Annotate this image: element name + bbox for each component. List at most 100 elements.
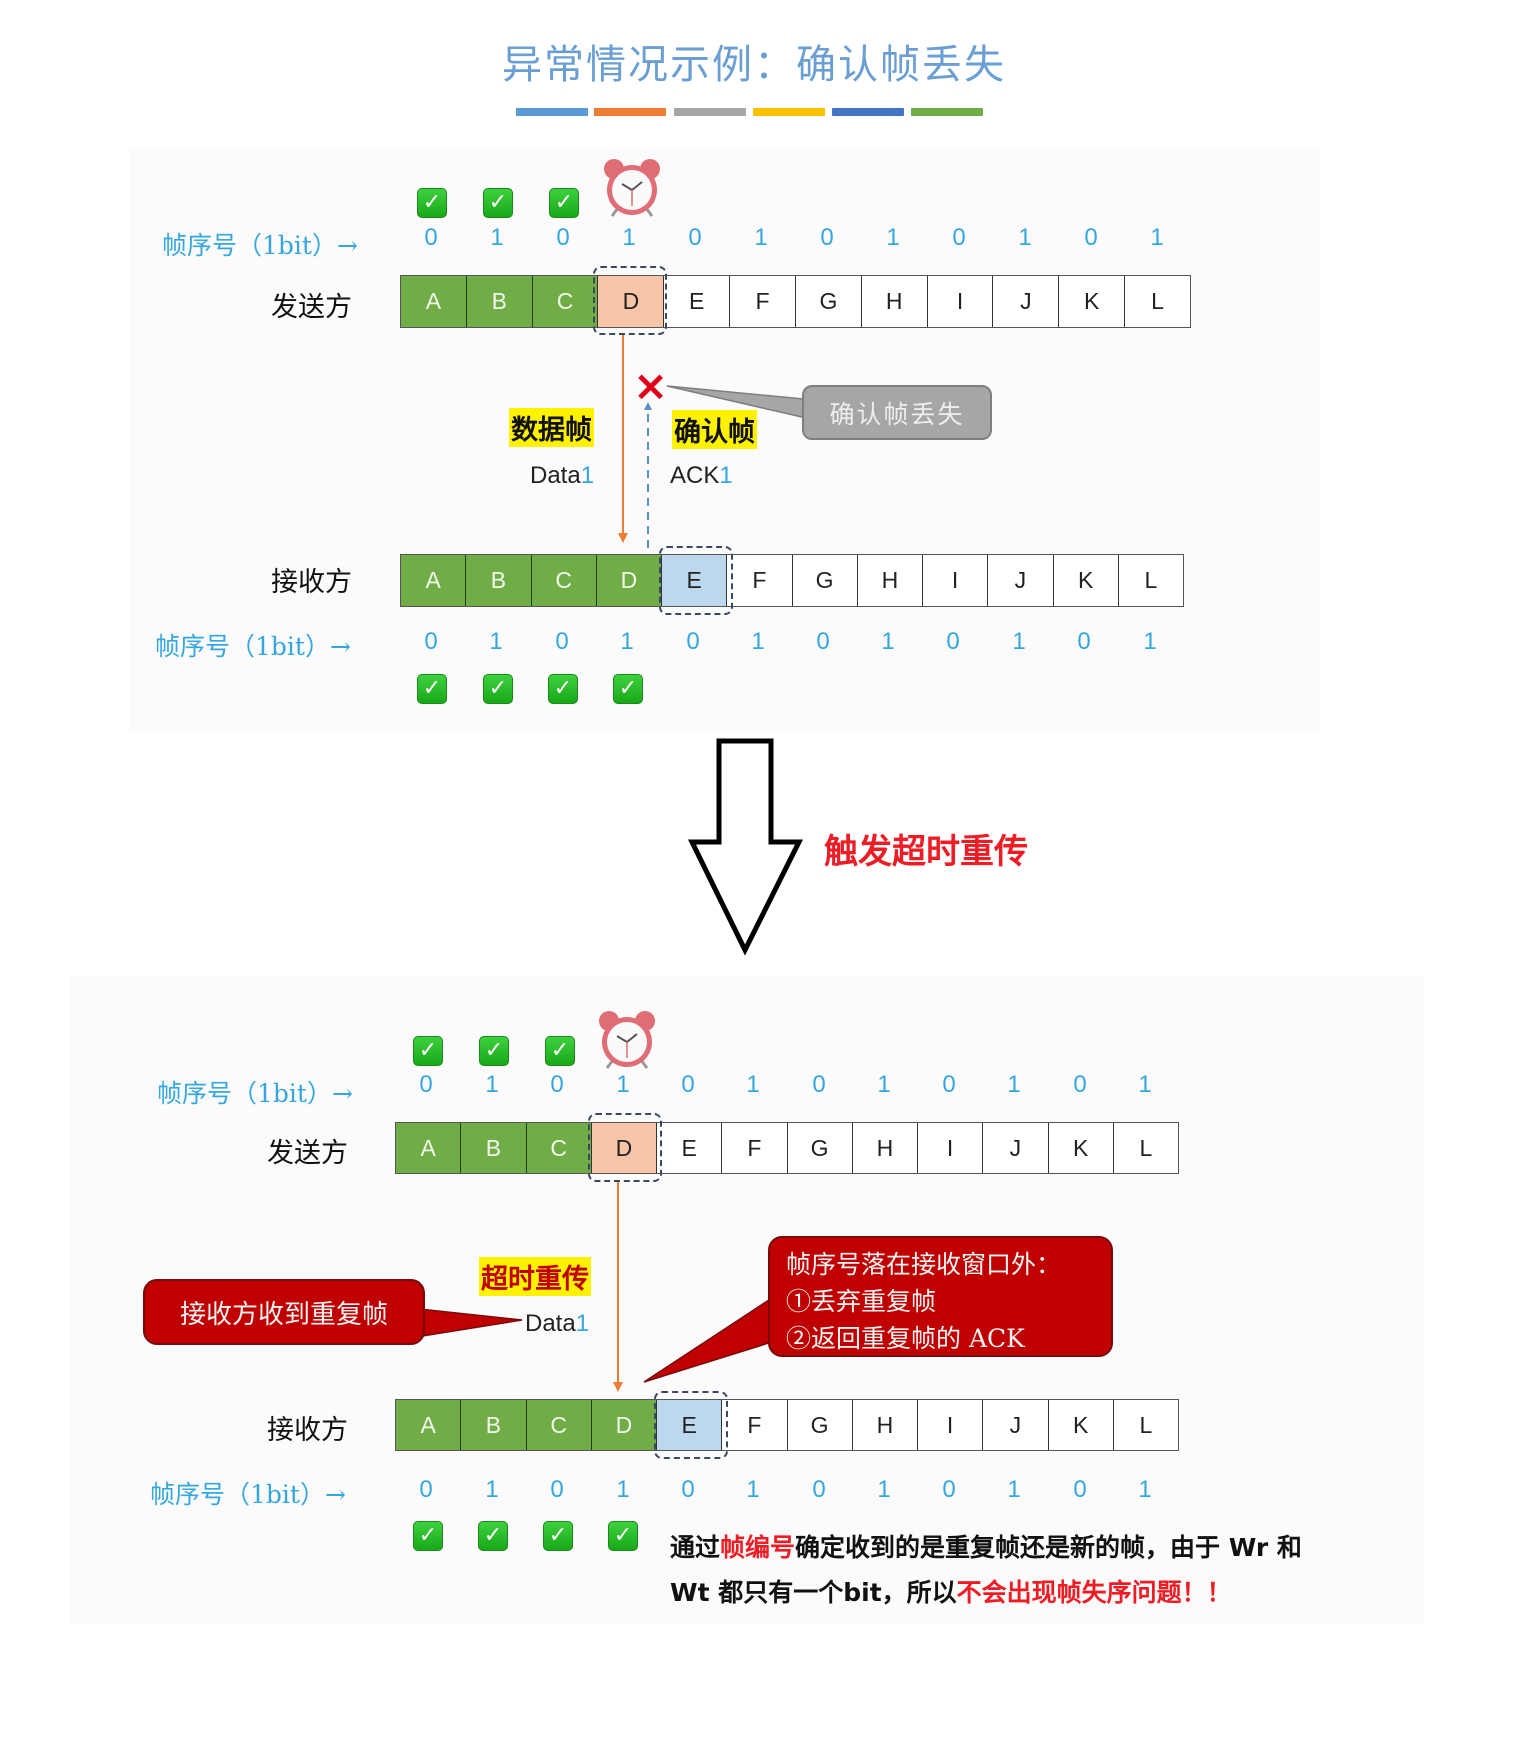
frame-cell: K <box>1052 555 1118 606</box>
receiver-seq-label: 帧序号（1bit）→ <box>150 1480 346 1509</box>
seq-number: 0 <box>1084 224 1098 251</box>
sender-ack-check-icon: ✓ <box>549 188 579 218</box>
receiver-label: 接收方 <box>271 567 352 598</box>
data-frame-name: Data <box>525 1310 576 1337</box>
title-bar-1 <box>516 108 588 116</box>
frame-cell: J <box>987 555 1052 606</box>
duplicate-callout-pointer <box>410 1307 523 1339</box>
frame-cell: C <box>525 1123 591 1173</box>
seq-number: 1 <box>886 224 900 251</box>
seq-number: 1 <box>1150 224 1164 251</box>
receiver-window-box <box>654 1391 728 1459</box>
seq-number: 0 <box>556 224 570 251</box>
seq-number: 0 <box>946 628 960 655</box>
title-bar-3 <box>674 108 746 116</box>
seq-number: 1 <box>616 1476 630 1503</box>
seq-number: 1 <box>622 224 636 251</box>
frame-cell: H <box>851 1123 917 1173</box>
frame-cell: J <box>982 1123 1047 1173</box>
receiver-frame-row: A B C D E F G H I J K L <box>400 554 1184 607</box>
sender-seq-label: 帧序号（1bit）→ <box>157 1079 353 1108</box>
sender-window-box <box>588 1113 662 1182</box>
note-text: 确定收到的是重复帧还是新的帧，由于 Wr 和 <box>795 1533 1302 1562</box>
frame-cell: L <box>1112 1400 1178 1450</box>
frame-cell: E <box>656 1400 722 1450</box>
seq-number: 1 <box>489 628 503 655</box>
seq-number: 1 <box>877 1071 891 1098</box>
frame-cell: F <box>729 276 795 327</box>
seq-number: 0 <box>952 224 966 251</box>
frame-cell: D <box>590 1400 656 1450</box>
frame-cell: D <box>595 555 661 606</box>
note-text: 通过 <box>670 1533 721 1562</box>
seq-number: 1 <box>620 628 634 655</box>
frame-cell: D <box>597 276 664 327</box>
seq-number: 1 <box>1012 628 1026 655</box>
callout-line-2: ①丢弃重复帧 <box>786 1287 937 1316</box>
data-frame-num: 1 <box>575 1310 590 1337</box>
frame-cell: J <box>982 1400 1047 1450</box>
retransmit-data-arrow <box>613 1182 623 1392</box>
seq-number: 0 <box>942 1071 956 1098</box>
frame-cell: I <box>922 555 987 606</box>
frame-cell: G <box>786 1123 852 1173</box>
receiver-ack-check-icon: ✓ <box>478 1521 508 1551</box>
frame-cell: A <box>401 555 466 606</box>
frame-cell: B <box>460 1400 526 1450</box>
frame-cell: B <box>465 555 531 606</box>
seq-number: 0 <box>816 628 830 655</box>
frame-cell: K <box>1058 276 1124 327</box>
seq-number: 1 <box>1138 1476 1152 1503</box>
seq-number: 1 <box>485 1476 499 1503</box>
frame-cell: B <box>465 276 532 327</box>
seq-number: 1 <box>1138 1071 1152 1098</box>
seq-number: 0 <box>424 224 438 251</box>
seq-number: 0 <box>942 1476 956 1503</box>
seq-number: 1 <box>616 1071 630 1098</box>
seq-number: 1 <box>1007 1476 1021 1503</box>
receiver-ack-check-icon: ✓ <box>548 674 578 704</box>
seq-number: 1 <box>485 1071 499 1098</box>
data-frame-arrow <box>618 335 628 543</box>
frame-cell: L <box>1112 1123 1178 1173</box>
seq-number: 1 <box>754 224 768 251</box>
sender-window-box <box>593 266 667 335</box>
frame-cell: G <box>786 1400 852 1450</box>
trigger-timeout-label: 触发超时重传 <box>824 832 1028 872</box>
frame-cell: C <box>531 276 598 327</box>
note-line-2: Wt 都只有一个bit，所以不会出现帧失序问题！！ <box>670 1570 1302 1615</box>
duplicate-callout-text: 接收方收到重复帧 <box>179 1299 388 1330</box>
frame-cell: F <box>726 555 791 606</box>
frame-cell: A <box>396 1123 461 1173</box>
receiver-ack-check-icon: ✓ <box>417 674 447 704</box>
sender-ack-check-icon: ✓ <box>483 188 513 218</box>
receiver-ack-check-icon: ✓ <box>543 1521 573 1551</box>
seq-number: 0 <box>424 628 438 655</box>
seq-number: 1 <box>881 628 895 655</box>
seq-number: 0 <box>550 1071 564 1098</box>
page-title: 异常情况示例：确认帧丢失 <box>502 42 1006 88</box>
ack-frame-arrow <box>644 402 652 548</box>
ack-frame-name: ACK <box>670 462 720 489</box>
sender-ack-check-icon: ✓ <box>417 188 447 218</box>
frame-cell: E <box>656 1123 721 1173</box>
callout-line-1: 帧序号落在接收窗口外： <box>786 1250 1062 1279</box>
seq-number: 1 <box>751 628 765 655</box>
data-frame-name: Data <box>530 462 581 489</box>
frame-cell: J <box>992 276 1058 327</box>
seq-number: 0 <box>419 1476 433 1503</box>
seq-number: 0 <box>820 224 834 251</box>
frame-cell: I <box>917 1123 982 1173</box>
ack-lost-x-icon: × <box>633 361 669 410</box>
alarm-clock-icon <box>599 1011 655 1069</box>
data-frame-num: 1 <box>580 462 595 489</box>
ack-frame-text: ACK1 <box>670 462 733 490</box>
retransmit-label: 超时重传 <box>479 1257 591 1296</box>
seq-number: 1 <box>1007 1071 1021 1098</box>
callout-line-3: ②返回重复帧的 ACK <box>786 1324 1025 1353</box>
note-line-1: 通过帧编号确定收到的是重复帧还是新的帧，由于 Wr 和 <box>670 1525 1302 1570</box>
receiver-ack-check-icon: ✓ <box>413 1521 443 1551</box>
seq-number: 0 <box>1077 628 1091 655</box>
frame-cell: D <box>590 1123 656 1173</box>
receiver-label: 接收方 <box>267 1415 348 1446</box>
